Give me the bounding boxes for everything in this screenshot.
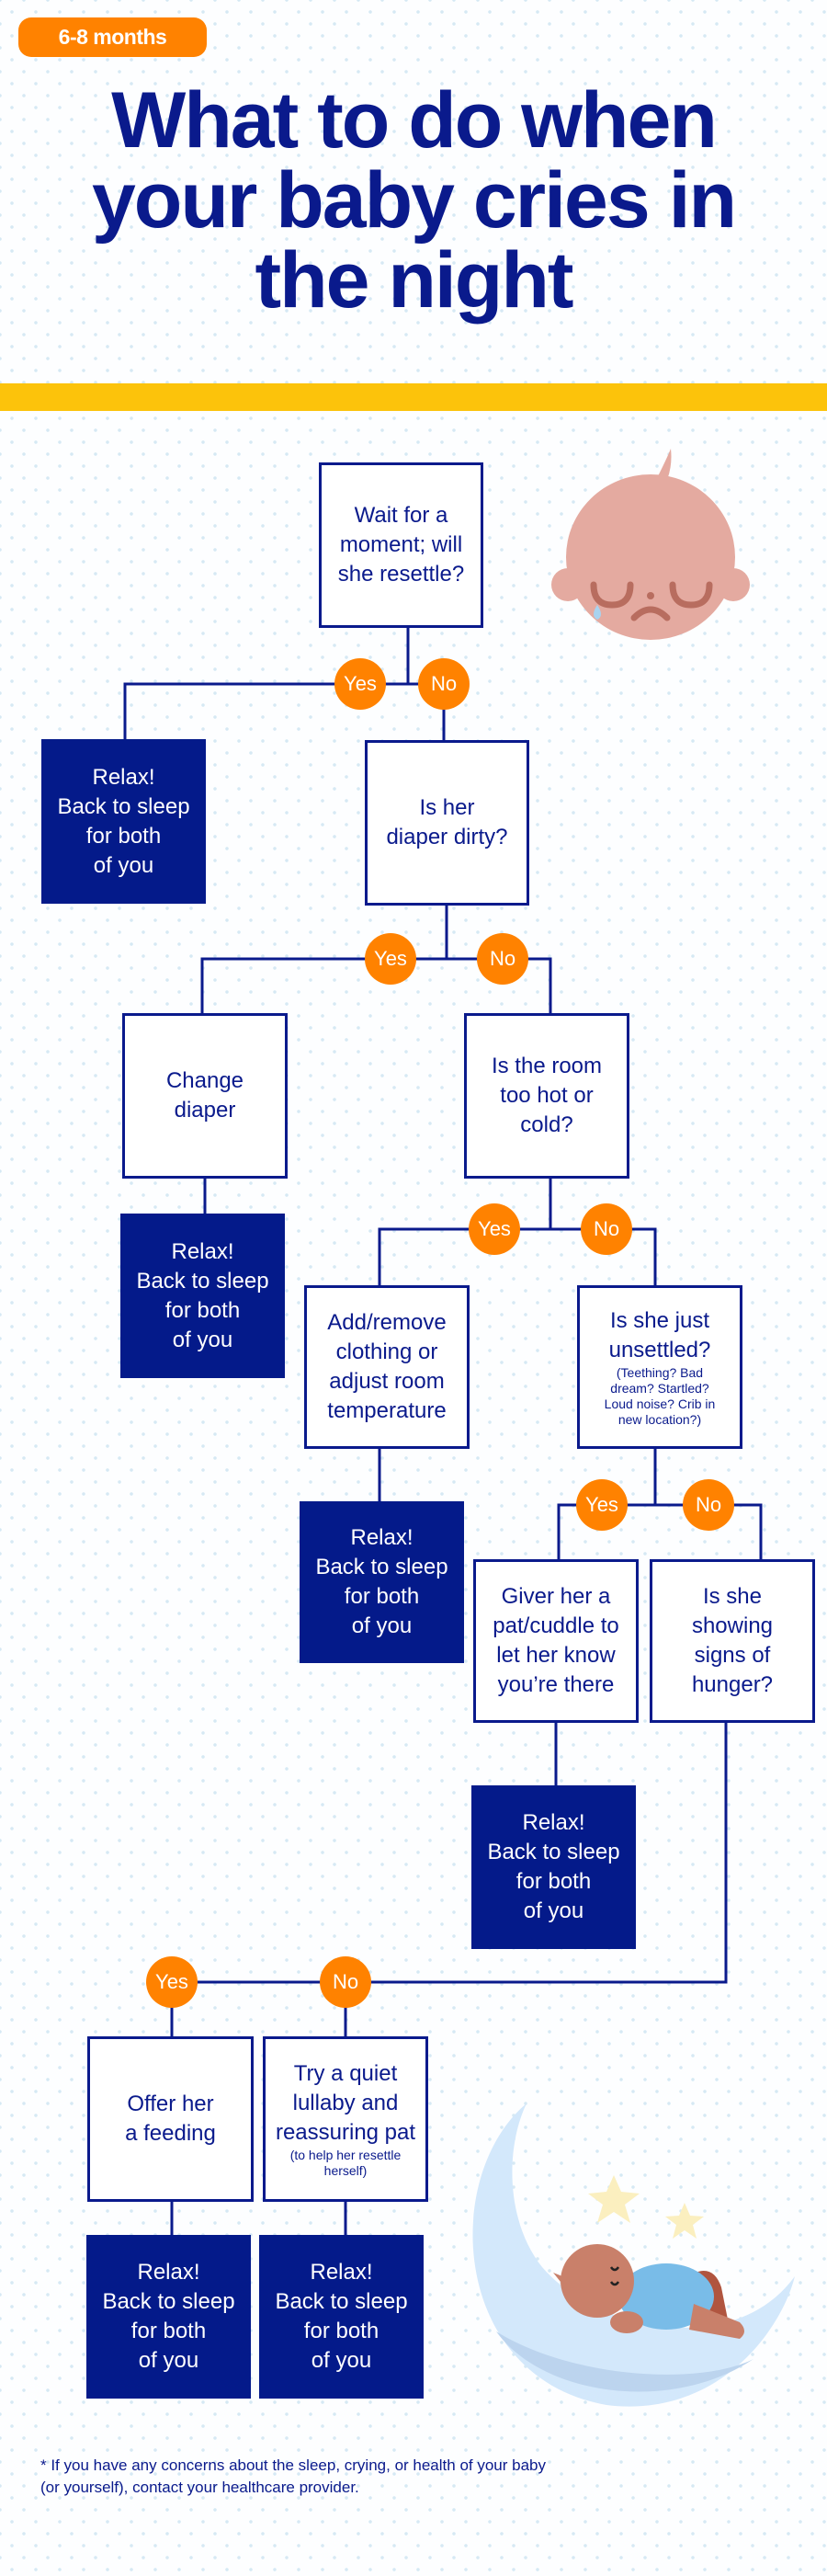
title-line-1: What to do when: [111, 76, 718, 165]
answer-yes-4: Yes: [576, 1479, 628, 1531]
outcome-relax-2: Relax! Back to sleep for both of you: [120, 1214, 285, 1378]
age-badge: 6-8 months: [18, 17, 207, 57]
question-unsettled: Is she just unsettled? (Teething? Bad dr…: [577, 1285, 742, 1449]
connector-q4: [557, 1449, 763, 1559]
action-change-diaper: Change diaper: [122, 1013, 288, 1179]
footnote: * If you have any concerns about the sle…: [40, 2456, 547, 2496]
sleeping-baby-moon-icon: [472, 2103, 795, 2407]
answer-no-1: No: [418, 658, 470, 710]
outcome-relax-4: Relax! Back to sleep for both of you: [471, 1785, 636, 1949]
answer-no-5: No: [320, 1956, 371, 2008]
action-lullaby-text: Try a quiet lullaby and reassuring pat: [275, 2061, 416, 2145]
outcome-relax-5: Relax! Back to sleep for both of you: [86, 2235, 251, 2399]
answer-no-3: No: [581, 1203, 632, 1255]
action-lullaby-note: (to help her resettle herself): [289, 2148, 402, 2178]
crying-baby-face-icon: [551, 449, 750, 640]
outcome-relax-6: Relax! Back to sleep for both of you: [259, 2235, 424, 2399]
question-unsettled-text: Is she just unsettled?: [608, 1308, 711, 1362]
answer-yes-2: Yes: [365, 933, 416, 985]
answer-yes-5: Yes: [146, 1956, 198, 2008]
action-adjust-clothing: Add/remove clothing or adjust room tempe…: [304, 1285, 470, 1449]
outcome-relax-3: Relax! Back to sleep for both of you: [300, 1501, 464, 1663]
page-title: What to do when your baby cries in the n…: [0, 81, 827, 321]
answer-yes-3: Yes: [469, 1203, 520, 1255]
question-hunger: Is she showing signs of hunger?: [650, 1559, 815, 1723]
action-offer-feeding: Offer her a feeding: [87, 2036, 254, 2202]
question-resettle: Wait for a moment; will she resettle?: [319, 462, 483, 628]
answer-no-4: No: [683, 1479, 734, 1531]
connector-q1: [123, 628, 446, 740]
action-pat-cuddle: Giver her a pat/cuddle to let her know y…: [473, 1559, 639, 1723]
question-diaper-dirty: Is her diaper dirty?: [365, 740, 529, 906]
connector-a4-a5: [170, 2202, 347, 2235]
title-line-2: your baby cries in: [91, 156, 737, 245]
question-unsettled-note: (Teething? Bad dream? Startled? Loud noi…: [604, 1365, 716, 1427]
question-room-temperature: Is the room too hot or cold?: [464, 1013, 629, 1179]
action-lullaby: Try a quiet lullaby and reassuring pat (…: [263, 2036, 428, 2202]
answer-yes-1: Yes: [334, 658, 386, 710]
title-line-3: the night: [255, 236, 573, 325]
outcome-relax-1: Relax! Back to sleep for both of you: [41, 739, 206, 904]
answer-no-2: No: [477, 933, 528, 985]
connector-q5: [170, 1723, 728, 2036]
yellow-divider: [0, 383, 827, 411]
